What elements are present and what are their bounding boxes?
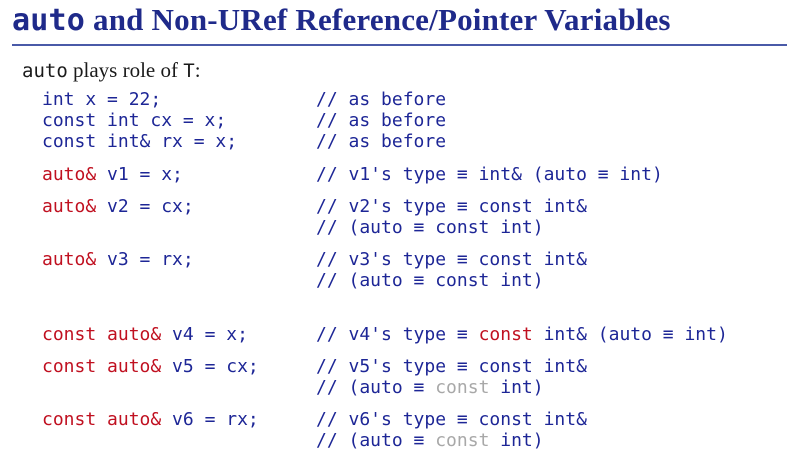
subtitle-T: T	[183, 60, 195, 82]
title-text: and Non-URef Reference/Pointer Variables	[85, 2, 671, 37]
keyword-auto-ref: auto&	[42, 249, 97, 270]
keyword-const-auto-ref: const auto&	[42, 356, 162, 377]
comment-line-1: // as before	[316, 89, 447, 110]
dimmed-const: const	[435, 377, 490, 398]
keyword-const-auto-ref: const auto&	[42, 324, 162, 345]
keyword-const-auto-ref: const auto&	[42, 409, 162, 430]
comment-line-v6-auto: // (auto ≡ const int)	[316, 430, 544, 451]
code-line-2: const int cx = x;	[42, 110, 227, 131]
subtitle-code: auto	[22, 60, 68, 82]
comment-line-v3: // v3's type ≡ const int&	[316, 249, 587, 270]
title-code: auto	[12, 3, 86, 38]
code-line-1: int x = 22;	[42, 89, 162, 110]
comment-line-v5-auto: // (auto ≡ const int)	[316, 377, 544, 398]
dimmed-const: const	[435, 430, 490, 451]
comment-line-2: // as before	[316, 110, 447, 131]
highlight-const: const	[478, 324, 533, 345]
keyword-auto-ref: auto&	[42, 196, 97, 217]
code-line-v2: auto& v2 = cx;	[42, 196, 194, 217]
code-line-v4: const auto& v4 = x;	[42, 324, 248, 345]
code-line-v3: auto& v3 = rx;	[42, 249, 194, 270]
code-line-v6: const auto& v6 = rx;	[42, 409, 259, 430]
comment-line-v2-auto: // (auto ≡ const int)	[316, 217, 544, 238]
comment-line-v2: // v2's type ≡ const int&	[316, 196, 587, 217]
subtitle-colon: :	[194, 58, 201, 82]
code-line-v1: auto& v1 = x;	[42, 164, 183, 185]
slide-title: auto and Non-URef Reference/Pointer Vari…	[12, 2, 671, 38]
subtitle-text: plays role of	[67, 58, 184, 82]
subtitle: auto plays role of T:	[22, 58, 201, 83]
title-divider	[12, 44, 787, 46]
keyword-auto-ref: auto&	[42, 164, 97, 185]
comment-line-v5: // v5's type ≡ const int&	[316, 356, 587, 377]
comment-line-3: // as before	[316, 131, 447, 152]
comment-line-v6: // v6's type ≡ const int&	[316, 409, 587, 430]
comment-line-v1: // v1's type ≡ int& (auto ≡ int)	[316, 164, 663, 185]
code-line-v5: const auto& v5 = cx;	[42, 356, 259, 377]
comment-line-v4: // v4's type ≡ const int& (auto ≡ int)	[316, 324, 728, 345]
comment-line-v3-auto: // (auto ≡ const int)	[316, 270, 544, 291]
code-line-3: const int& rx = x;	[42, 131, 238, 152]
